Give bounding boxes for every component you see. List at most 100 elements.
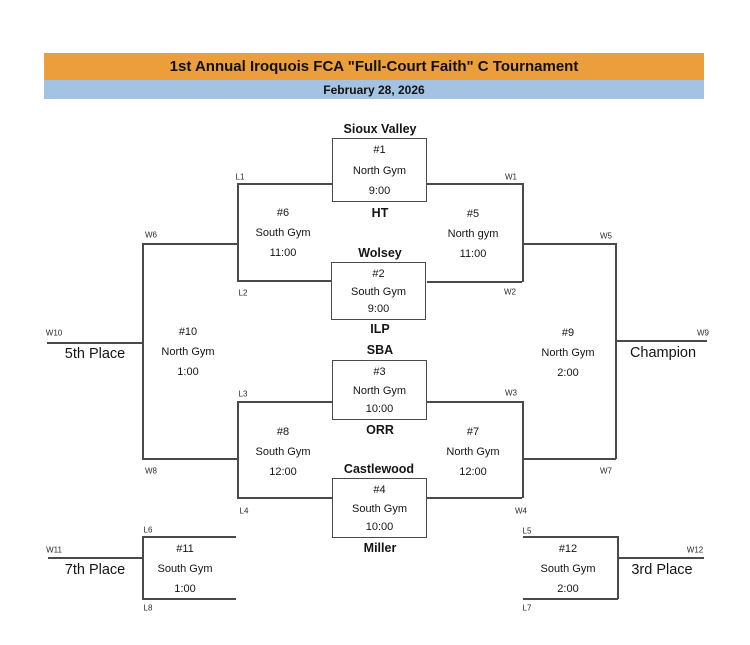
line-l7-arm [523,598,618,600]
game7-time: 12:00 [459,466,487,478]
game6-number: #6 [276,207,290,219]
game11-number: #11 [176,543,194,555]
line-l2 [237,280,331,282]
line-7th-vertical [142,536,144,599]
team-sba: SBA [366,343,394,357]
tag-w10: W10 [45,328,63,338]
team-miller: Miller [363,541,397,555]
game7-number: #7 [466,426,480,438]
tag-w11: W11 [46,545,62,555]
game5-time: 11:00 [459,248,487,260]
champion-label: Champion [629,345,697,361]
tag-w12: W12 [686,545,704,555]
line-w8 [142,458,238,460]
game10-number: #10 [178,326,198,338]
line-w9 [615,340,707,342]
line-w5 [522,243,616,245]
game8-gym: South Gym [255,446,311,458]
seventh-place-label: 7th Place [64,562,126,578]
game2-number: #2 [372,268,385,280]
line-w6 [142,243,238,245]
game11-info: #11 South Gym 1:00 [157,539,212,599]
game12-time: 2:00 [557,583,579,595]
game2-time: 9:00 [367,303,390,315]
team-ht: HT [371,206,389,220]
tournament-title-banner: 1st Annual Iroquois FCA "Full-Court Fait… [44,53,704,80]
team-ilp: ILP [370,322,390,336]
tag-w7: W7 [600,466,612,476]
game4-box: #4 South Gym 10:00 [332,478,427,538]
game8-number: #8 [276,426,290,438]
tag-w8: W8 [145,466,157,476]
game3-time: 10:00 [365,403,394,415]
tag-w3: W3 [505,388,517,398]
tag-w9: W9 [697,328,709,338]
game12-info: #12 South Gym 2:00 [540,539,595,599]
game11-gym: South Gym [157,563,213,575]
tag-w5: W5 [600,231,612,241]
game3-gym: North Gym [352,384,407,397]
game4-time: 10:00 [365,521,394,533]
line-upper-right-vertical [522,183,524,282]
line-l8-arm [142,598,236,600]
line-w3 [427,401,522,403]
tag-l1: L1 [235,172,245,182]
team-orr: ORR [366,423,394,437]
line-right-spine [615,243,617,459]
game9-number: #9 [561,327,575,339]
line-w4 [427,497,522,499]
line-left-spine [142,243,144,459]
line-w7 [522,458,616,460]
line-l4 [237,497,332,499]
team-sioux-valley: Sioux Valley [343,122,417,136]
line-l1 [237,183,332,185]
game9-info: #9 North Gym 2:00 [541,323,594,383]
line-w10 [47,342,143,344]
game1-number: #1 [373,144,386,156]
tag-w6: W6 [145,230,157,240]
fifth-place-label: 5th Place [64,346,126,362]
game4-gym: South Gym [351,502,408,515]
tag-l8: L8 [143,603,153,613]
line-w11 [48,557,143,559]
game1-time: 9:00 [368,185,391,197]
line-lower-right-vertical [522,401,524,498]
line-l3 [237,401,332,403]
tag-l6: L6 [143,525,153,535]
game3-number: #3 [373,366,386,378]
line-upper-left-vertical [237,183,239,281]
game3-box: #3 North Gym 10:00 [332,360,427,420]
game11-time: 1:00 [174,583,196,595]
game2-box: #2 South Gym 9:00 [331,262,426,320]
game5-info: #5 North gym 11:00 [448,204,499,264]
line-w1 [427,183,522,185]
date-banner: February 28, 2026 [44,80,704,99]
game7-info: #7 North Gym 12:00 [446,422,499,482]
game7-gym: North Gym [446,446,500,458]
tag-w2: W2 [504,287,516,297]
line-w12 [617,557,704,559]
game6-time: 11:00 [269,247,297,259]
line-lower-left-vertical [237,401,239,498]
tag-w1: W1 [505,172,517,182]
game6-gym: South Gym [255,227,311,239]
game9-gym: North Gym [541,347,595,359]
tag-l3: L3 [238,389,248,399]
tag-w4: W4 [515,506,527,516]
line-3rd-vertical [617,536,619,599]
line-w2 [427,281,522,283]
game5-gym: North gym [447,228,499,240]
tournament-title: 1st Annual Iroquois FCA "Full-Court Fait… [169,58,579,75]
line-l5-arm [523,536,618,538]
game1-gym: North Gym [352,164,407,177]
game8-time: 12:00 [269,466,297,478]
team-wolsey: Wolsey [358,246,402,260]
third-place-label: 3rd Place [631,562,693,578]
tag-l4: L4 [239,506,249,516]
tournament-date: February 28, 2026 [323,82,425,97]
game6-info: #6 South Gym 11:00 [255,203,310,263]
game2-gym: South Gym [350,285,407,298]
game10-time: 1:00 [177,366,199,378]
game9-time: 2:00 [557,367,579,379]
